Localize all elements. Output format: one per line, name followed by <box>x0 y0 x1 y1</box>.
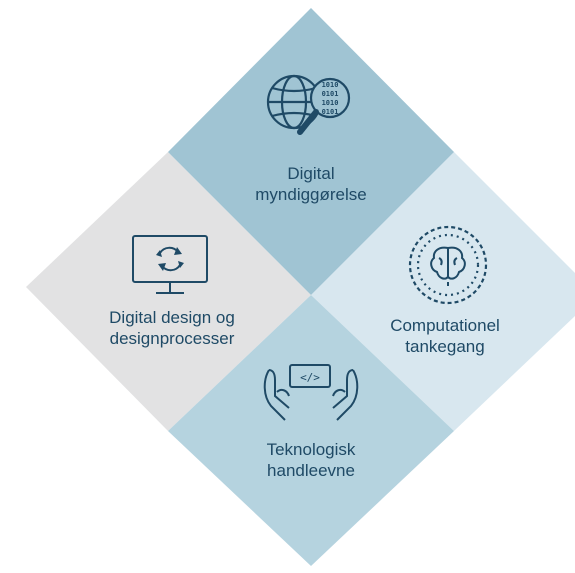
binary-line-4: 0101 <box>322 108 339 116</box>
quadrant-right-shape <box>311 152 575 431</box>
quadrant-top-label: Digital myndiggørelse <box>211 163 411 205</box>
quadrant-left-shape <box>26 152 311 431</box>
right-label-line2: tankegang <box>405 337 485 356</box>
quadrant-bottom-shape <box>168 295 454 566</box>
brain-binary-ring-icon <box>408 225 488 305</box>
quadrant-left-label: Digital design og designprocesser <box>72 307 272 349</box>
top-label-line1: Digital <box>287 164 335 183</box>
code-symbol: </> <box>300 371 320 384</box>
binary-line-2: 0101 <box>322 90 339 98</box>
hands-code-icon: </> <box>263 364 359 421</box>
globe-magnifier-binary-icon: 1010 0101 1010 0101 <box>266 74 351 135</box>
bottom-label-line2: handleevne <box>267 461 355 480</box>
quadrant-right-label: Computationel tankegang <box>345 315 545 357</box>
binary-line-3: 1010 <box>322 99 339 107</box>
left-label-line2: designprocesser <box>109 329 235 348</box>
left-label-line1: Digital design og <box>109 308 235 327</box>
right-label-line1: Computationel <box>390 316 500 335</box>
binary-line-1: 1010 <box>322 81 339 89</box>
bottom-label-line1: Teknologisk <box>266 440 356 459</box>
monitor-refresh-icon <box>132 235 208 294</box>
quadrant-bottom-label: Teknologisk handleevne <box>211 439 411 481</box>
top-label-line2: myndiggørelse <box>255 185 367 204</box>
quadrant-top-shape <box>168 8 454 295</box>
